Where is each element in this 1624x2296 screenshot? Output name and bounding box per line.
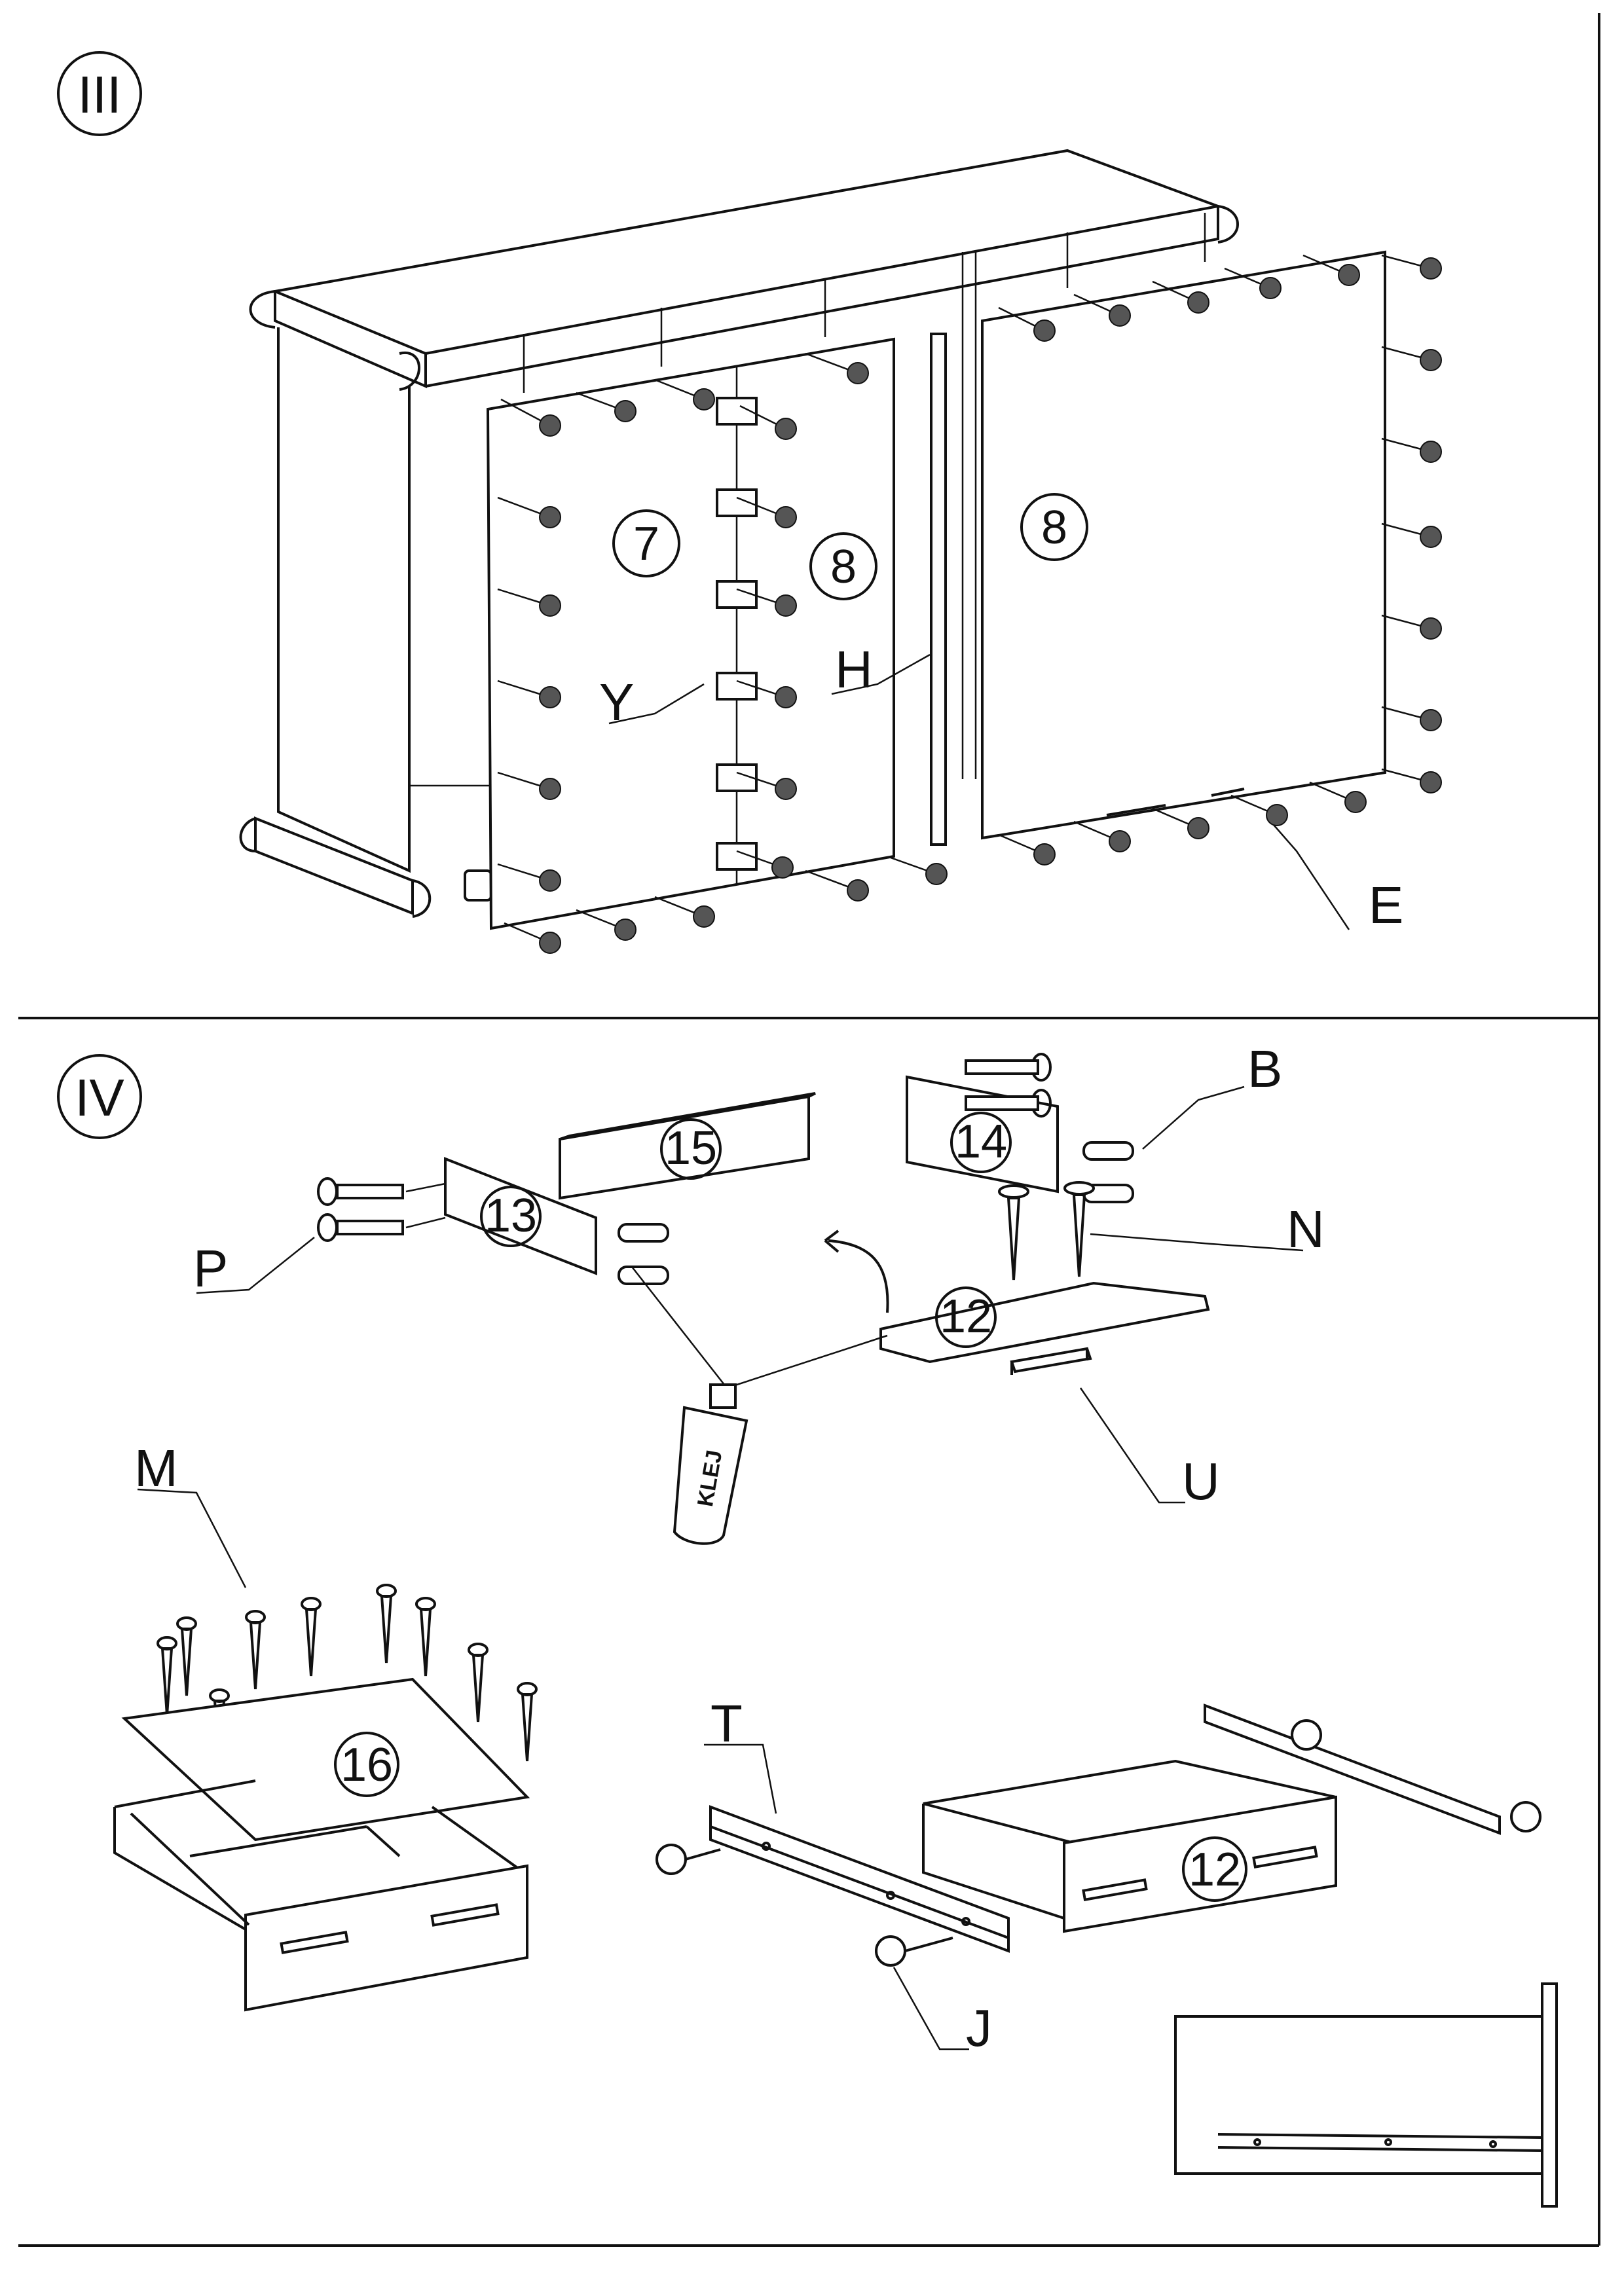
label-y: Y <box>599 673 705 731</box>
part-8-circle-right: 8 <box>1020 493 1088 561</box>
dowels-13 <box>618 1223 669 1285</box>
svg-text:J: J <box>966 1999 992 2057</box>
label-t: T <box>704 1694 777 1814</box>
drawer-back-15: 15 <box>559 1092 816 1200</box>
screws-j <box>655 1844 953 1967</box>
bar-h <box>930 333 947 846</box>
runner-left <box>709 1805 1010 1953</box>
screws-p <box>317 1177 446 1242</box>
handle-u <box>1010 1347 1092 1375</box>
label-n: N <box>1090 1200 1325 1258</box>
svg-text:P: P <box>193 1239 228 1298</box>
label-j: J <box>893 1967 992 2057</box>
step-4-circle: IV <box>57 1054 142 1139</box>
svg-text:8: 8 <box>830 541 857 593</box>
svg-text:U: U <box>1182 1452 1220 1510</box>
svg-text:12: 12 <box>1189 1844 1241 1896</box>
label-h: H <box>831 640 931 699</box>
part-7-circle: 7 <box>612 509 680 577</box>
svg-text:12: 12 <box>940 1290 992 1343</box>
svg-text:8: 8 <box>1041 501 1067 554</box>
label-b: B <box>1142 1040 1282 1150</box>
svg-text:Y: Y <box>599 673 634 731</box>
step-4-numeral: IV <box>75 1068 124 1127</box>
drawer-front-12: 12 <box>824 1230 1210 1364</box>
part-8-circle-left: 8 <box>809 532 877 600</box>
label-e: E <box>1273 824 1403 934</box>
drawer-bottom-16: 16 <box>121 1677 530 1842</box>
connector-plates <box>716 397 758 871</box>
screws-n <box>998 1181 1095 1281</box>
step-3-numeral: III <box>78 65 122 124</box>
svg-text:13: 13 <box>485 1190 537 1242</box>
svg-text:T: T <box>710 1694 743 1753</box>
drawer-right-assembly: 12 <box>922 1704 1541 1933</box>
runner-detail-inset <box>1174 1982 1558 2208</box>
svg-text:H: H <box>835 640 873 699</box>
screws-b-group <box>965 1053 1134 1203</box>
svg-text:14: 14 <box>955 1116 1007 1168</box>
back-panel-right: 8 <box>981 250 1386 840</box>
label-p: P <box>193 1237 315 1298</box>
drawer-side-13: 13 <box>444 1157 597 1275</box>
glue-bottle: KLEJ <box>631 1266 888 1545</box>
nails-e <box>497 254 1442 954</box>
svg-text:E: E <box>1369 876 1403 934</box>
svg-text:15: 15 <box>665 1122 717 1175</box>
svg-text:B: B <box>1247 1040 1282 1098</box>
svg-text:16: 16 <box>341 1739 393 1791</box>
step-3-circle: III <box>57 51 142 136</box>
cabinet <box>239 149 1239 918</box>
svg-text:M: M <box>134 1439 178 1497</box>
label-u: U <box>1079 1387 1220 1510</box>
label-m: M <box>134 1439 247 1588</box>
svg-text:7: 7 <box>633 518 659 570</box>
drawer-left-assembly <box>113 1779 528 2012</box>
svg-text:N: N <box>1287 1200 1325 1258</box>
